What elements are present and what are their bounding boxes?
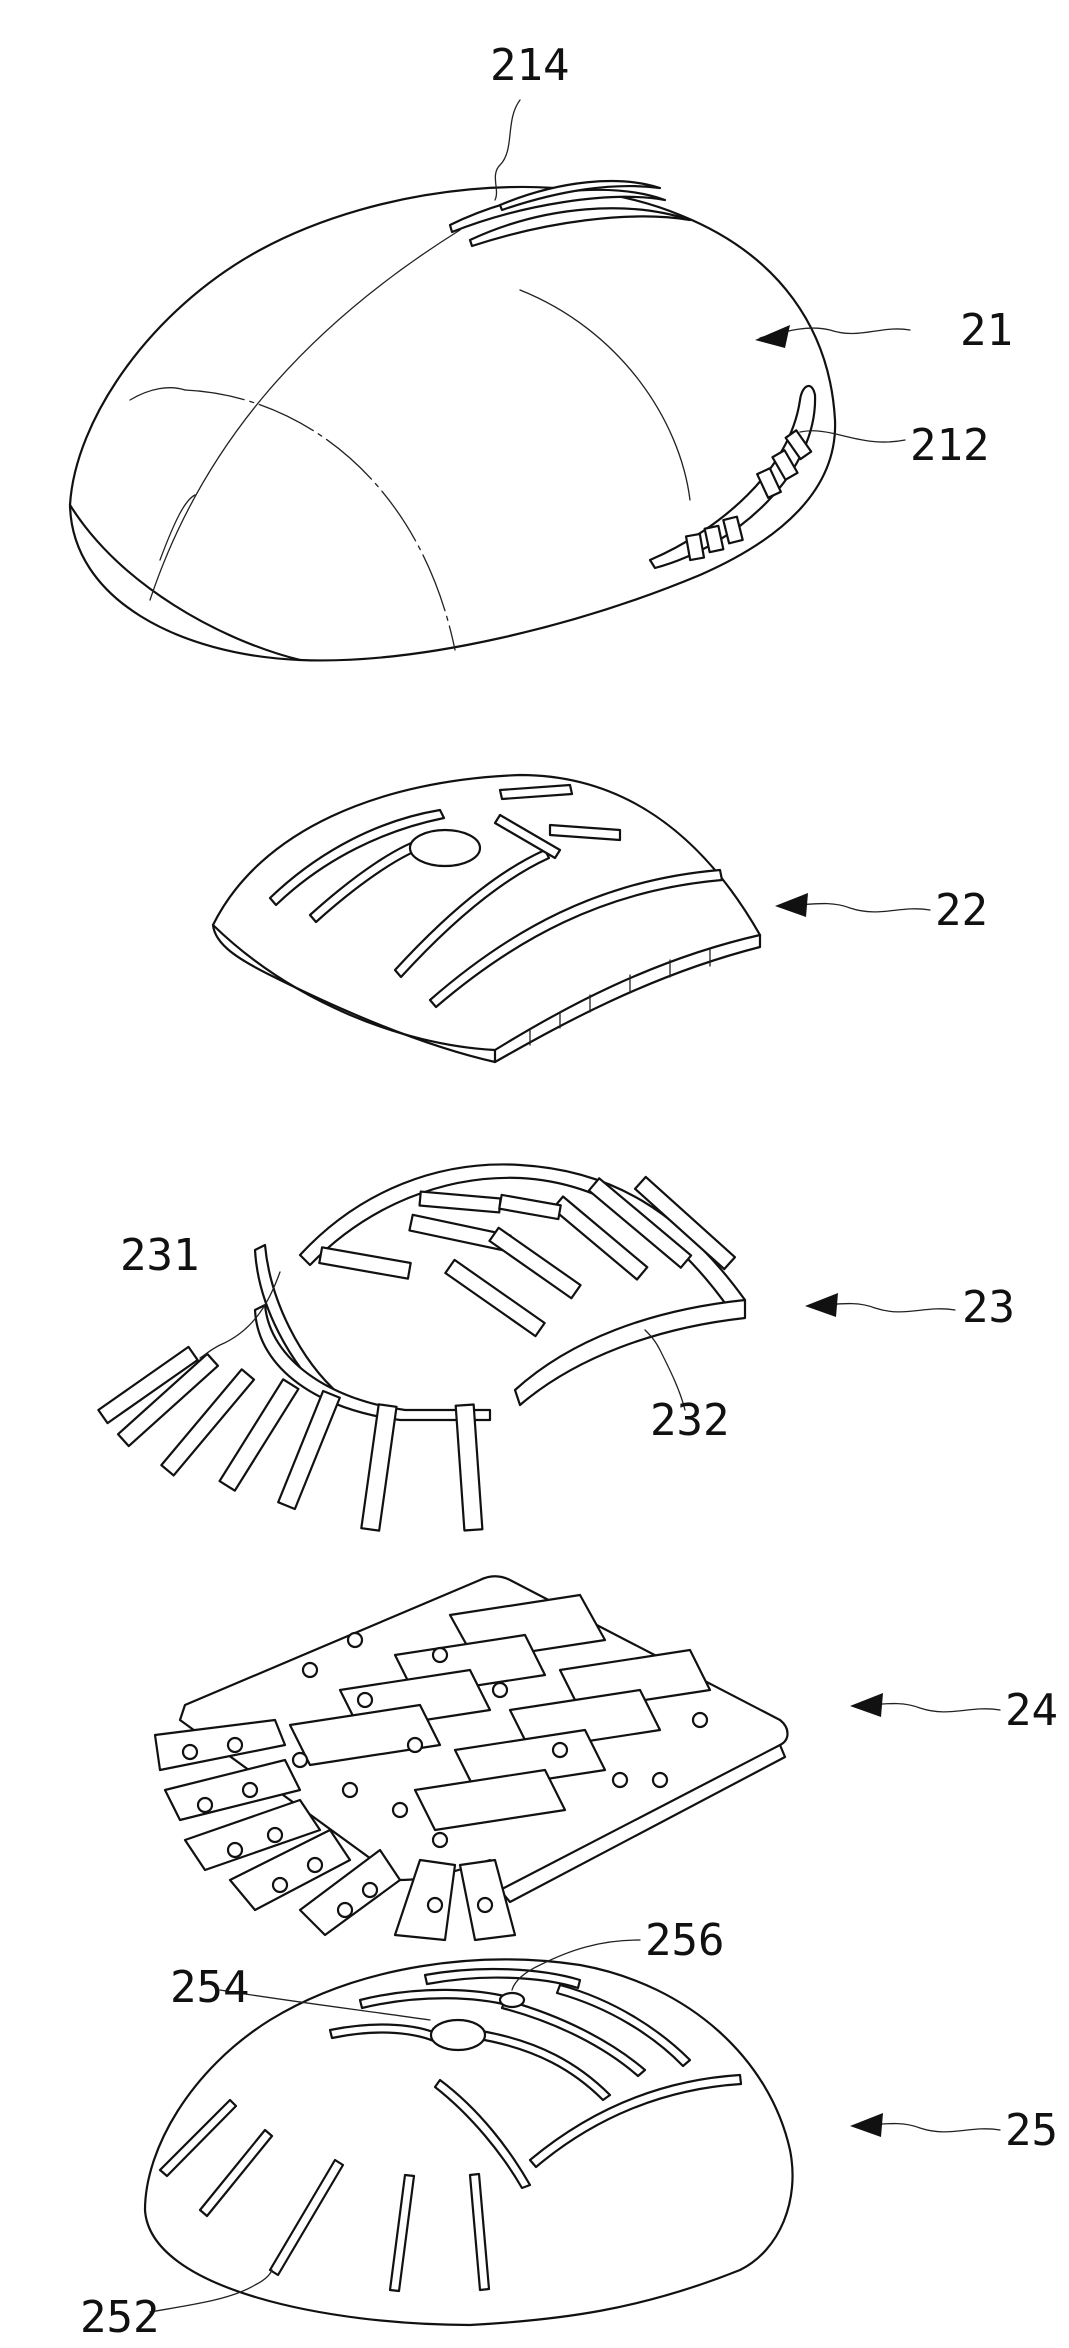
label-212: 212 — [910, 420, 989, 471]
label-21: 21 — [960, 305, 1013, 356]
label-23: 23 — [962, 1282, 1015, 1333]
leader-lines — [149, 99, 906, 2313]
label-24: 24 — [1005, 1685, 1058, 1736]
label-254: 254 — [170, 1962, 249, 2013]
part-23-frame — [97, 1163, 747, 1532]
part-21-outer-shell — [68, 180, 837, 662]
part-24-base-plate — [153, 1575, 789, 1942]
part-22-top-cover — [211, 773, 762, 1064]
arrows — [755, 325, 1001, 2137]
part-25-inner-shell — [143, 1958, 794, 2327]
label-25: 25 — [1005, 2105, 1058, 2156]
reference-labels: 214 21 212 22 231 23 232 24 256 254 25 2… — [80, 40, 1058, 2343]
label-231: 231 — [120, 1230, 199, 1281]
label-256: 256 — [645, 1915, 724, 1966]
label-22: 22 — [935, 885, 988, 936]
label-252: 252 — [80, 2292, 159, 2343]
label-232: 232 — [650, 1395, 729, 1446]
label-214: 214 — [490, 40, 569, 91]
